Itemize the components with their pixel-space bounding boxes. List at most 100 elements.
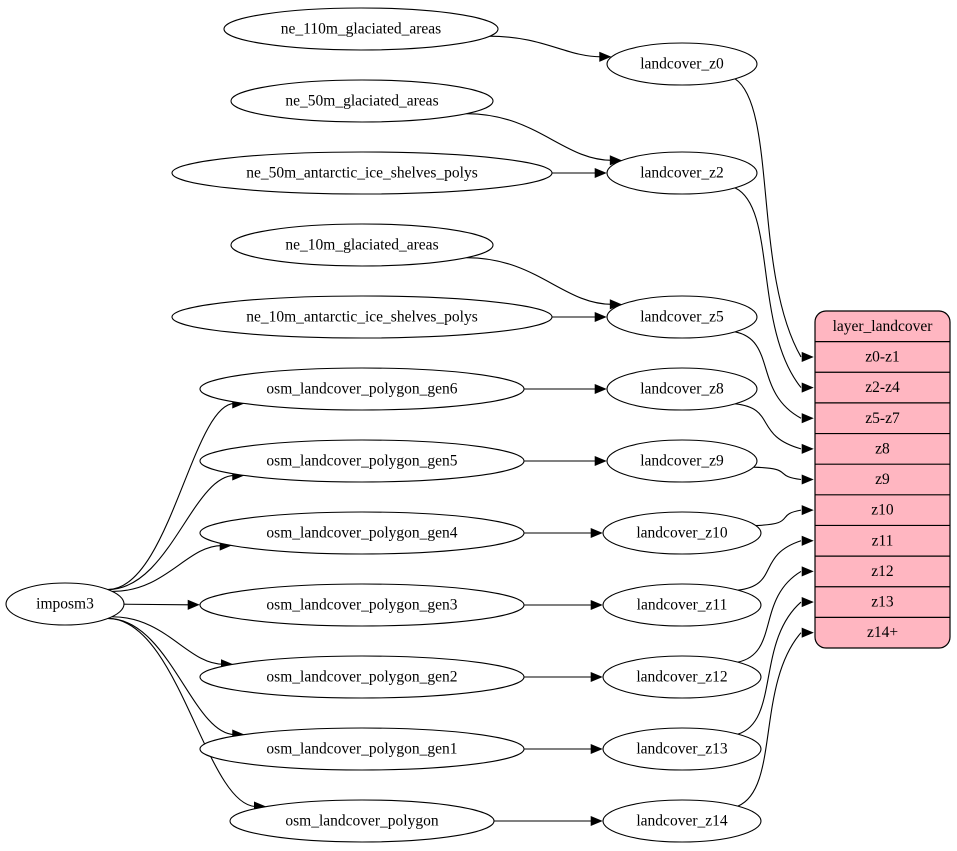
record-row[interactable]: z10 [871,502,894,519]
edge-line [734,331,802,419]
node-ellipse [602,511,762,555]
node-ellipse [602,727,762,771]
node-ellipse [199,655,525,699]
node-landcover_z13[interactable]: landcover_z13 [602,727,762,771]
edge-arrowhead [801,566,814,577]
node-ne_110m_glaciated_areas[interactable]: ne_110m_glaciated_areas [223,7,499,51]
node-label: osm_landcover_polygon [285,813,439,830]
record-node-layer: layer_landcover z0-z1 z2-z4 z5-z7 z8 z9 z10 z11… [814,310,951,649]
edge-arrowhead [590,527,603,539]
edge-arrowhead [590,815,603,827]
edge-arrowhead [187,599,200,610]
node-ellipse [199,367,525,411]
node-ne_50m_antarctic_ice_shelves_polys[interactable]: ne_50m_antarctic_ice_shelves_polys [171,151,553,195]
node-label: landcover_z10 [636,525,727,542]
node-ellipse [602,655,762,699]
edge-imposm3-to-osm_landcover_polygon_gen3 [123,599,200,610]
edge-imposm3-to-osm_landcover_polygon [107,617,267,812]
node-osm_landcover_polygon_gen2[interactable]: osm_landcover_polygon_gen2 [199,655,525,699]
node-ellipse [606,151,758,195]
edge-line [735,403,802,450]
record-row-label: z13 [871,594,894,611]
node-imposm3[interactable]: imposm3 [5,582,125,626]
node-osm_landcover_polygon[interactable]: osm_landcover_polygon [229,799,495,843]
edge-line [466,113,613,161]
edge-landcover_z2-to-layer_landcover_z2-z4 [734,187,814,393]
node-ellipse [606,439,758,483]
node-ellipse [602,799,762,843]
edge-osm_landcover_polygon_gen4-to-landcover_z10 [524,527,603,539]
node-label: ne_110m_glaciated_areas [281,21,441,38]
record-row[interactable]: z11 [872,532,894,549]
edge-osm_landcover_polygon_gen1-to-landcover_z13 [524,743,603,755]
record-row-label: z10 [871,502,894,519]
edge-line [107,617,235,736]
edge-landcover_z8-to-layer_landcover_z8 [735,403,814,454]
node-landcover_z0[interactable]: landcover_z0 [606,42,758,86]
node-landcover_z2[interactable]: landcover_z2 [606,151,758,195]
node-ne_10m_glaciated_areas[interactable]: ne_10m_glaciated_areas [230,223,494,267]
node-label: landcover_z11 [637,597,728,614]
node-label: landcover_z13 [636,741,727,758]
node-landcover_z9[interactable]: landcover_z9 [606,439,758,483]
edge-landcover_z13-to-layer_landcover_z13 [737,596,814,735]
edge-line [734,187,802,388]
edge-arrowhead [590,743,603,755]
record-header-label: layer_landcover [833,318,934,335]
edge-imposm3-to-osm_landcover_polygon_gen6 [107,398,245,591]
record-row[interactable]: z14+ [867,624,898,641]
node-landcover_z14[interactable]: landcover_z14 [602,799,762,843]
edge-arrowhead [594,455,607,467]
record-row[interactable]: z12 [871,563,893,580]
node-label: ne_50m_antarctic_ice_shelves_polys [246,165,478,182]
node-landcover_z5[interactable]: landcover_z5 [606,295,758,339]
edge-line [737,540,802,591]
edge-arrowhead [801,627,814,638]
node-label: landcover_z0 [640,56,724,73]
edge-landcover_z10-to-layer_landcover_z10 [755,505,814,527]
edge-ne_110m_glaciated_areas-to-landcover_z0 [489,35,612,62]
edge-arrowhead [594,383,607,395]
record-row[interactable]: z5-z7 [865,410,900,427]
node-ne_50m_glaciated_areas[interactable]: ne_50m_glaciated_areas [230,79,494,123]
node-osm_landcover_polygon_gen1[interactable]: osm_landcover_polygon_gen1 [199,727,525,771]
edge-osm_landcover_polygon-to-landcover_z14 [494,815,603,827]
edge-arrowhead [590,671,603,683]
edge-ne_10m_antarctic_ice_shelves_polys-to-landcover_z5 [552,311,607,323]
node-ellipse [171,151,553,195]
edge-line [753,466,802,481]
node-landcover_z8[interactable]: landcover_z8 [606,367,758,411]
record-row-label: z11 [872,532,894,549]
node-label: landcover_z12 [636,669,727,686]
node-osm_landcover_polygon_gen6[interactable]: osm_landcover_polygon_gen6 [199,367,525,411]
node-ellipse [230,223,494,267]
edge-arrowhead [801,382,814,393]
record-row-label: z8 [875,440,890,457]
record-row-label: z2-z4 [865,379,900,396]
node-osm_landcover_polygon_gen3[interactable]: osm_landcover_polygon_gen3 [199,583,525,627]
node-osm_landcover_polygon_gen4[interactable]: osm_landcover_polygon_gen4 [199,511,525,555]
node-label: osm_landcover_polygon_gen4 [266,525,457,542]
node-osm_landcover_polygon_gen5[interactable]: osm_landcover_polygon_gen5 [199,439,525,483]
node-landcover_z12[interactable]: landcover_z12 [602,655,762,699]
edge-arrowhead [594,311,607,323]
edge-arrowhead [801,351,814,363]
node-ellipse [199,511,525,555]
node-label: landcover_z9 [640,453,724,470]
node-ellipse [171,295,553,339]
record-row[interactable]: z8 [875,440,890,457]
nodes-layer: ne_110m_glaciated_areas ne_50m_glaciated_… [5,7,762,843]
node-label: ne_50m_glaciated_areas [285,93,438,110]
record-row-label: z9 [875,471,890,488]
record-row[interactable]: z0-z1 [865,349,899,366]
node-ne_10m_antarctic_ice_shelves_polys[interactable]: ne_10m_antarctic_ice_shelves_polys [171,295,553,339]
record-node-layer-landcover[interactable]: layer_landcover z0-z1 z2-z4 z5-z7 z8 z9 z10 z11… [814,310,951,649]
record-row[interactable]: z13 [871,594,894,611]
node-landcover_z11[interactable]: landcover_z11 [602,583,762,627]
record-row[interactable]: z9 [875,471,890,488]
node-landcover_z10[interactable]: landcover_z10 [602,511,762,555]
record-row[interactable]: z2-z4 [865,379,900,396]
node-ellipse [223,7,499,51]
edge-landcover_z14-to-layer_landcover_z14_ [737,627,814,807]
